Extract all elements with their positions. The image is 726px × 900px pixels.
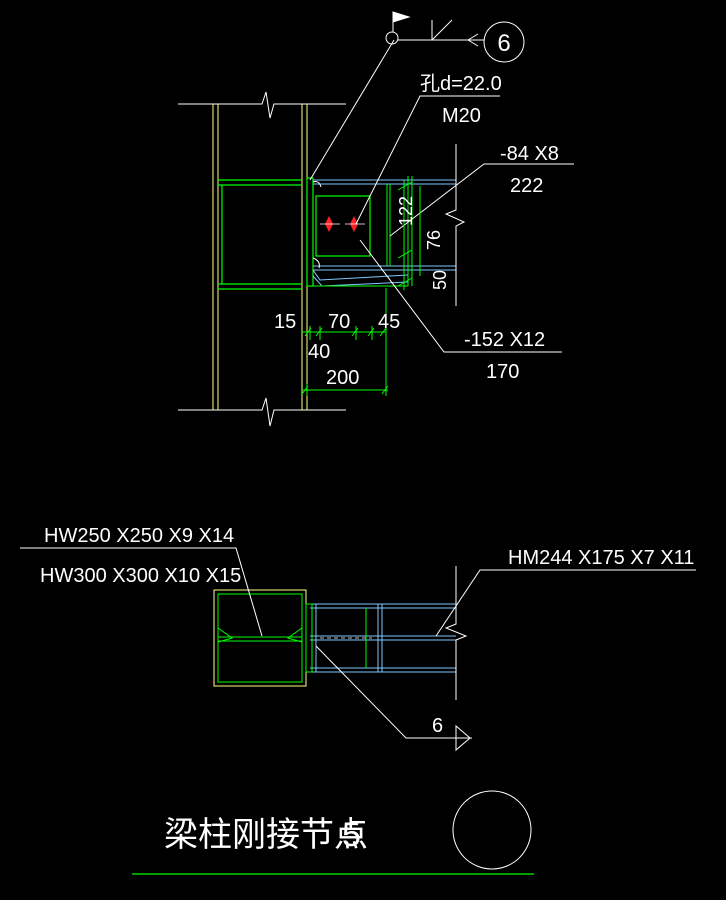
dim-40: 40 [308,341,330,363]
end-plate-bottom-label: 170 [486,361,519,383]
beam-break-plan [444,566,468,700]
weld-size-label: 6 [432,715,443,737]
column-break-top [178,91,346,119]
dimensions-vertical [397,180,421,290]
stiffener-bottom-label: 222 [510,175,543,197]
dim-122: 122 [396,196,416,226]
beam-connection [306,176,456,287]
weld-number-circle [483,21,525,63]
column-section-1-label: HW250 X250 X9 X14 [44,525,234,547]
dim-70: 70 [328,311,350,333]
bolt-hole-label: 孔d=22.0 [420,72,502,95]
beam-break-right [444,144,466,306]
column-break-bottom [178,397,346,427]
beam-plan [310,603,456,673]
end-plate [306,177,314,287]
leaders-plan [20,547,696,752]
bolts [320,216,365,232]
weld-number-label: 6 [497,30,510,57]
stiffener-top-label: -84 X8 [500,143,559,165]
drawing-title: 梁柱刚接节点 [164,816,368,854]
elevation-view: 6 孔d=22.0 M20 -84 X8 222 -152 X12 170 12… [178,11,574,427]
leaders-elevation [309,11,574,353]
dim-76: 76 [424,230,444,250]
plan-view: HW250 X250 X9 X14 HW300 X300 X10 X15 HM2… [20,525,696,752]
dim-15: 15 [274,311,296,333]
dim-50: 50 [430,270,450,290]
dim-200: 200 [326,367,359,389]
shear-plate [315,195,371,257]
dimensions-horizontal [301,288,389,396]
column-section-2-label: HW300 X300 X10 X15 [40,565,241,587]
column-outer [213,589,307,687]
column-stiffeners [218,179,302,290]
detail-number: 5 [342,816,361,854]
beam-section-label: HM244 X175 X7 X11 [508,547,694,569]
dim-45: 45 [378,311,400,333]
bolt-spec-label: M20 [442,105,481,127]
end-plate-top-label: -152 X12 [464,329,545,351]
title-block: 梁柱刚接节点 5 [132,790,534,875]
detail-circle [452,790,532,870]
column-inner [217,593,303,683]
column-flanges [212,104,308,410]
